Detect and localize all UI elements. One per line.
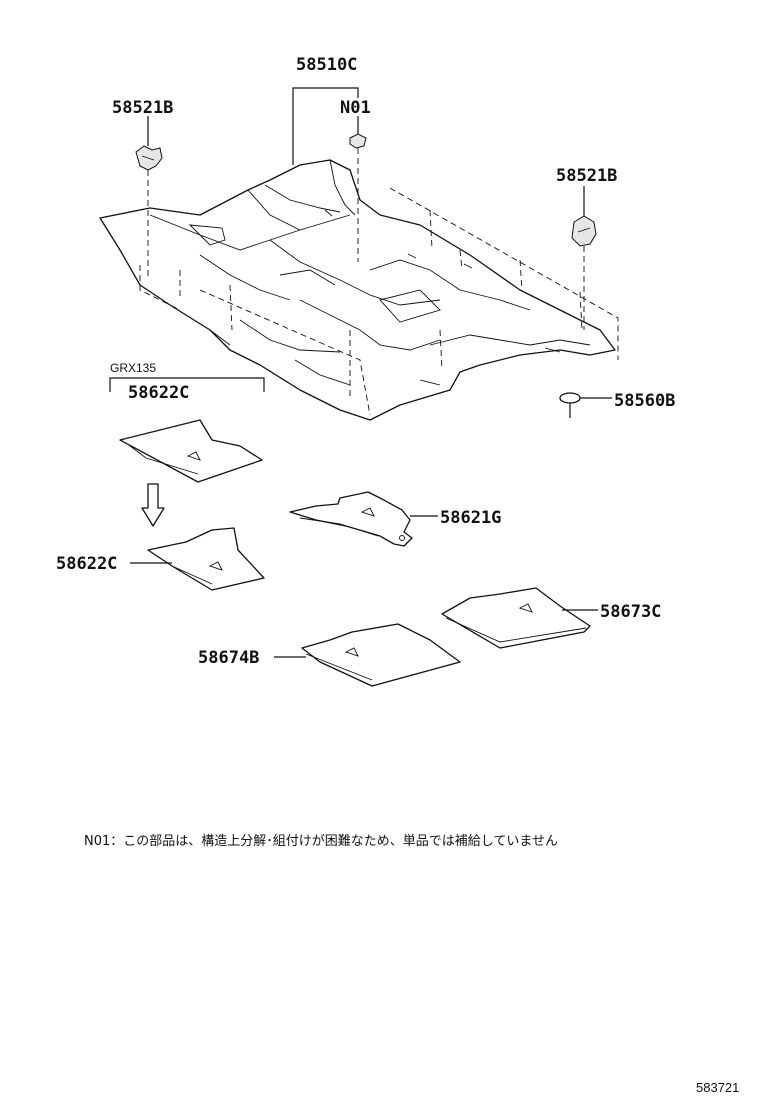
label-58622c-bottom: 58622C (56, 554, 117, 574)
clip-58560b: 58560B (559, 391, 675, 418)
down-arrow-icon (141, 483, 165, 527)
clip-58521b-right: 58521B (556, 166, 617, 330)
label-58521b-left: 58521B (112, 98, 173, 118)
label-58673c: 58673C (600, 602, 661, 622)
label-58510c: 58510C (296, 55, 357, 75)
mat-58621g: 58621G (289, 491, 501, 547)
mat-58674b: 58674B (198, 623, 461, 687)
mat-58673c: 58673C (441, 587, 661, 649)
label-grx135: GRX135 (110, 361, 156, 375)
label-58622c-top: 58622C (128, 383, 189, 403)
leader-58510c: 58510C (292, 55, 359, 165)
grommet-n01: N01 (340, 98, 371, 262)
note-n01: N01：この部品は、構造上分解･組付けが困難なため、単品では補給していません (84, 833, 558, 849)
mat-58622c-top (119, 419, 263, 483)
label-58560b: 58560B (614, 391, 675, 411)
label-58674b: 58674B (198, 648, 259, 668)
diagram-reference: 583721 (696, 1080, 739, 1095)
label-n01: N01 (340, 98, 371, 118)
mat-58622c-bottom: 58622C (56, 527, 265, 591)
floor-carpet-58510c (99, 159, 616, 421)
grx135-bracket: GRX135 58622C (109, 361, 265, 403)
phantom-outline (139, 187, 619, 416)
label-58621g: 58621G (440, 508, 501, 528)
clip-58521b-left: 58521B (112, 98, 173, 280)
label-58521b-right: 58521B (556, 166, 617, 186)
